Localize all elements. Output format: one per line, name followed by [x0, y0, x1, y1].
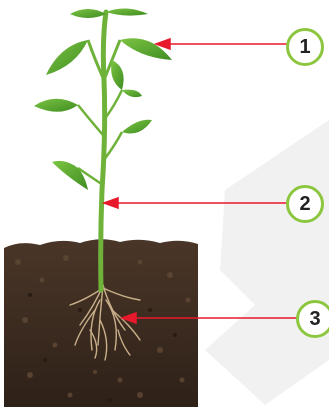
callout-badge-3: 3 — [296, 300, 329, 338]
watermark-shape — [205, 120, 329, 405]
leader-arrow-2 — [104, 198, 118, 208]
callout-badge-1: 1 — [286, 28, 324, 66]
callout-badge-2: 2 — [286, 185, 324, 223]
